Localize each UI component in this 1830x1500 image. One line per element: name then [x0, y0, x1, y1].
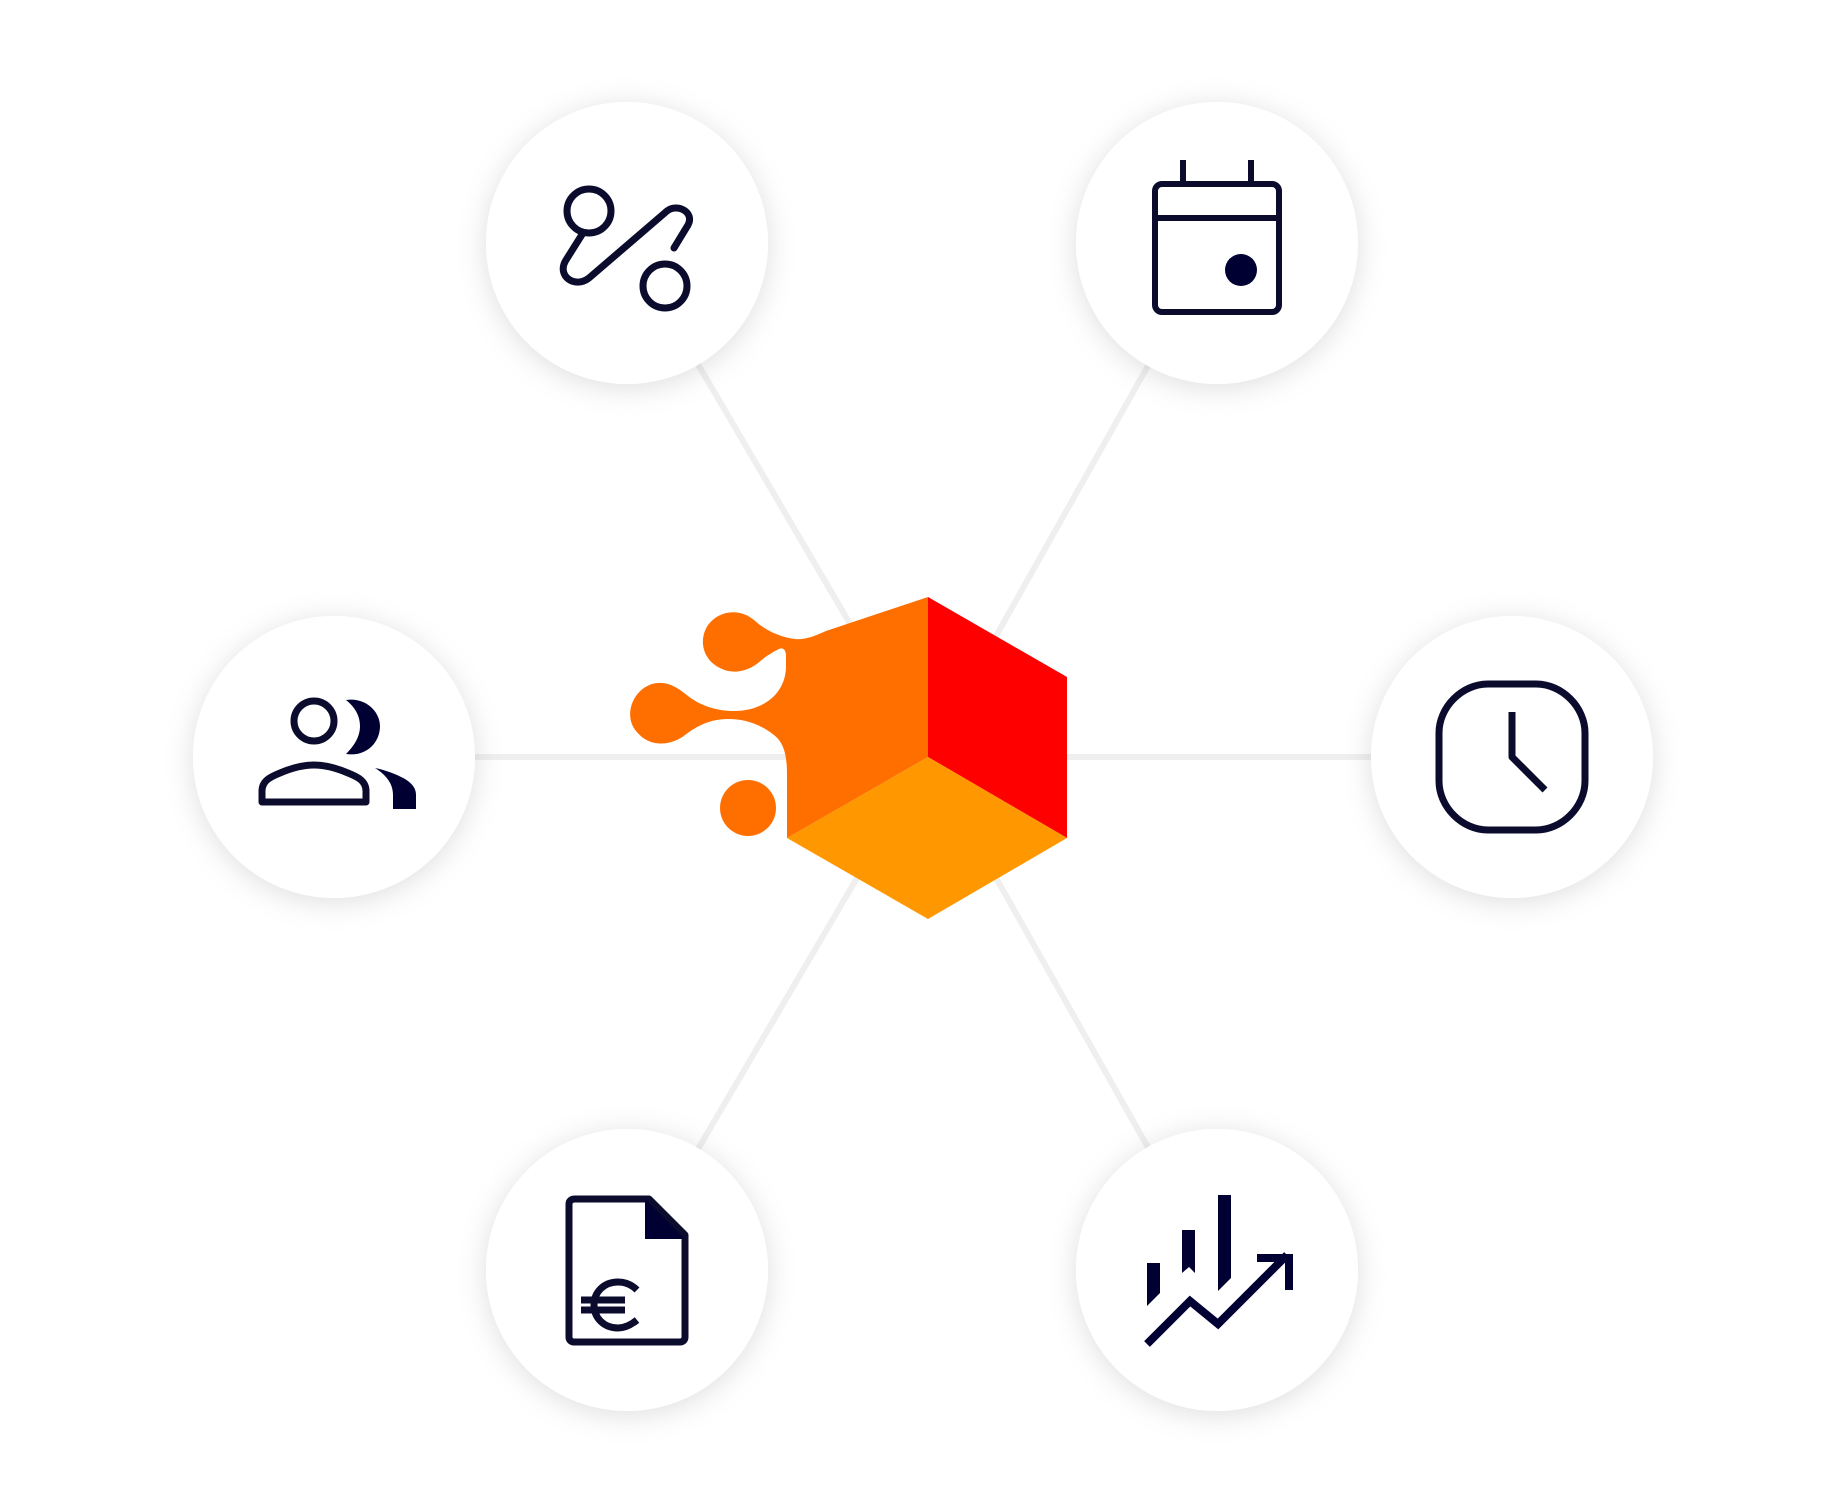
node-bottom-left [486, 1129, 768, 1411]
cube-right-face [928, 597, 1067, 838]
icon-nodes [193, 102, 1653, 1411]
cube-drip-dot [720, 780, 776, 836]
node-circle [193, 616, 475, 898]
cube-left-face-with-drips [630, 597, 928, 838]
percent-icon [559, 185, 693, 312]
node-top-left [486, 102, 768, 384]
calendar-icon [1152, 160, 1282, 315]
node-circle [1076, 102, 1358, 384]
node-top-right [1076, 102, 1358, 384]
users-icon [258, 697, 416, 809]
node-right [1371, 616, 1653, 898]
chart-trend-icon [1144, 1195, 1293, 1347]
clock-icon [1435, 680, 1589, 834]
node-bottom-right [1076, 1129, 1358, 1411]
node-circle [486, 1129, 768, 1411]
euro-invoice-icon [565, 1195, 689, 1346]
hexagon-cube-logo [630, 597, 1067, 919]
cube-bottom-face [787, 757, 1067, 919]
node-circle [1076, 1129, 1358, 1411]
node-left [193, 616, 475, 898]
